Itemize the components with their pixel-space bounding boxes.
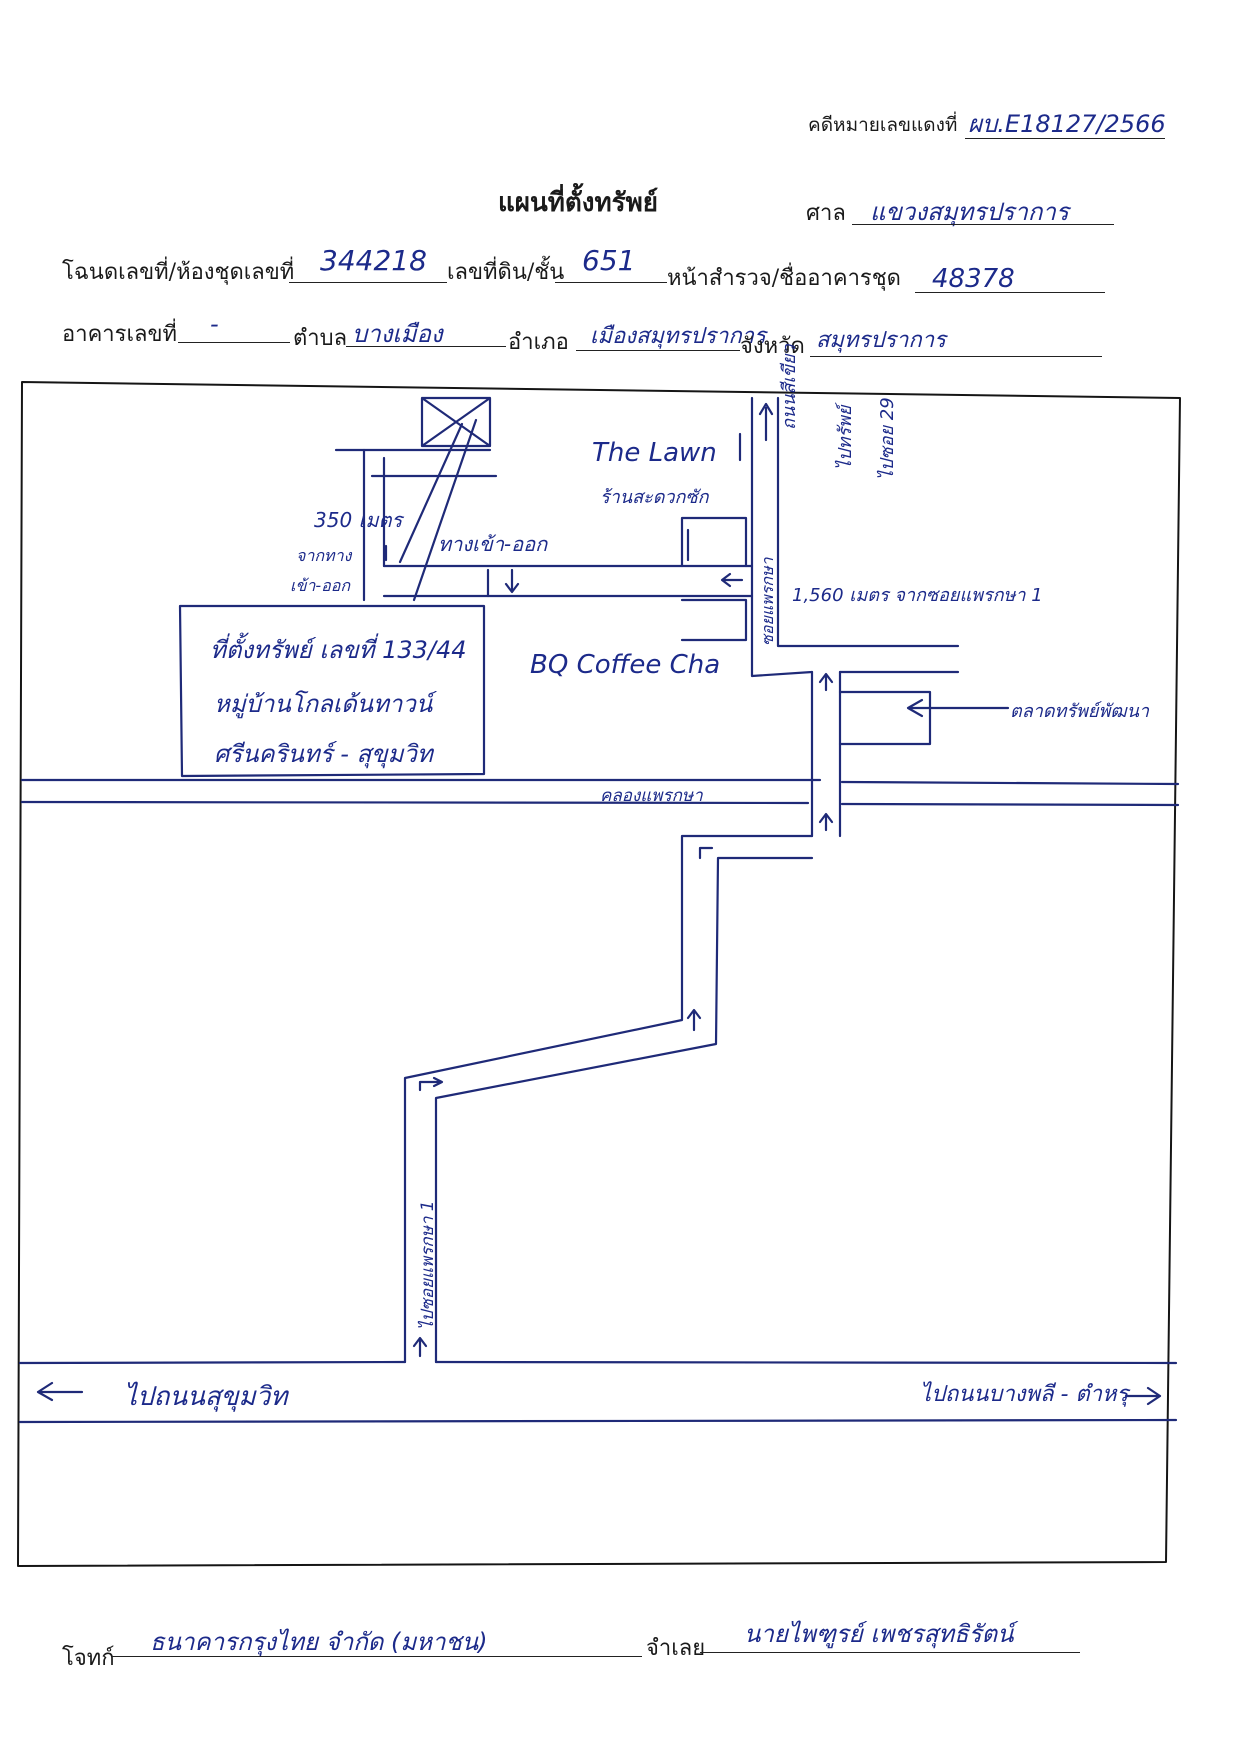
subdistrict-label: ตำบล [293, 326, 348, 351]
case-number-label: คดีหมายเลขแดงที่ [808, 114, 958, 136]
route-arrow-icon-4 [698, 846, 714, 860]
land-number-value: 651 [582, 244, 636, 277]
route-arrow-icon [412, 1336, 428, 1358]
case-number-underline [965, 138, 1165, 139]
route-arrow-icon-5 [818, 812, 834, 832]
pointer-line [398, 418, 478, 602]
main-road-lower-line [18, 1418, 1178, 1424]
deed-underline [289, 282, 447, 283]
right-note-2: ไปทรัพย์ [835, 405, 856, 470]
gate-label-2: เข้า-ออก [290, 576, 351, 595]
plaintiff-underline [112, 1656, 642, 1657]
defendant-underline [700, 1652, 1080, 1653]
route-arrow-icon-6 [818, 672, 834, 692]
land-number-underline [555, 282, 667, 283]
survey-label: หน้าสำรวจ/ชื่ออาคารชุด [667, 266, 901, 291]
subdistrict-value: บางเมือง [352, 320, 443, 348]
survey-underline [915, 292, 1105, 293]
building-label: อาคารเลขที่ [62, 322, 177, 347]
route-arrow-icon-2 [418, 1076, 444, 1092]
entrance-label: ทางเข้า-ออก [438, 532, 548, 556]
province-value: สมุทรปราการ [816, 328, 946, 353]
soi-arrow-icon [758, 402, 774, 442]
page-title: แผนที่ตั้งทรัพย์ [498, 188, 658, 218]
the-lawn-sublabel: ร้านสะดวกซัก [600, 487, 709, 508]
route-arrow-icon-3 [686, 1008, 702, 1032]
arrow-left-icon [36, 1381, 84, 1402]
court-underline [852, 224, 1114, 225]
property-box [178, 604, 486, 778]
arrow-right-icon [1124, 1386, 1162, 1406]
lane-arrow-icon [720, 572, 744, 588]
main-road-upper-line [18, 1360, 1178, 1365]
vertical-road-label: ไปซอยแพรกษา 1 [418, 1200, 438, 1330]
distance-350-label: 350 เมตร [314, 508, 403, 532]
gate-label-1: จากทาง [296, 546, 352, 565]
province-underline [810, 356, 1102, 357]
defendant-label: จำเลย [646, 1636, 706, 1661]
to-bangphli-label: ไปถนนบางพลี - ตำหรุ [920, 1382, 1129, 1407]
subdistrict-underline [346, 346, 506, 347]
zigzag-road-left [403, 834, 814, 1364]
laundry-block [680, 516, 748, 568]
survey-value: 48378 [932, 264, 1015, 294]
building-underline [178, 342, 290, 343]
right-note-1: ถนนสีเขียว [779, 344, 800, 430]
soi-left-line [750, 396, 814, 678]
district-value: เมืองสมุทรปราการ [590, 324, 766, 349]
court-value: แขวงสมุทรปราการ [870, 198, 1069, 226]
canal-upper-line [20, 778, 1180, 786]
right-note-3: ไปซอย 29 [877, 397, 898, 480]
building-value: - [210, 310, 219, 338]
plaintiff-value: ธนาคารกรุงไทย จำกัด (มหาชน) [150, 1628, 488, 1656]
soi-label: ซอยแพรกษา [758, 557, 777, 646]
property-label-line3: ศรีนครินทร์ - สุขุมวิท [214, 740, 433, 768]
to-sukhumvit-label: ไปถนนสุขุมวิท [124, 1382, 288, 1412]
market-box [838, 690, 932, 746]
coffee-shop-label: BQ Coffee Cha [530, 650, 721, 680]
lane-arrow-icon-2 [504, 568, 520, 594]
canal-label: คลองแพรกษา [600, 786, 703, 806]
map-frame [17, 381, 1181, 1567]
landmark-box [420, 396, 492, 448]
district-label: อำเภอ [508, 330, 569, 355]
deed-label: โฉนดเลขที่/ห้องชุดเลขที่ [62, 260, 295, 285]
land-number-label: เลขที่ดิน/ชั้น [447, 260, 565, 285]
plaintiff-label: โจทก์ [62, 1646, 115, 1671]
province-label: จังหวัด [740, 334, 805, 359]
property-label-line2: หมู่บ้านโกลเด้นทาวน์ [214, 690, 433, 718]
distance-1560-label: 1,560 เมตร จากซอยแพรกษา 1 [792, 585, 1043, 606]
district-underline [576, 350, 740, 351]
the-lawn-label: The Lawn [592, 438, 717, 468]
case-number-value: ผบ.E18127/2566 [968, 110, 1166, 138]
court-label: ศาล [806, 201, 846, 226]
market-arrow-icon [906, 698, 1010, 718]
deed-value: 344218 [320, 244, 427, 277]
property-label-line1: ที่ตั้งทรัพย์ เลขที่ 133/44 [210, 636, 467, 664]
market-label: ตลาดทรัพย์พัฒนา [1010, 701, 1149, 722]
canal-lower-line [20, 800, 1180, 807]
soi-right-line [776, 396, 960, 648]
coffee-block [680, 598, 748, 642]
defendant-value: นายไพฑูรย์ เพชรสุทธิรัตน์ [744, 1620, 1014, 1648]
